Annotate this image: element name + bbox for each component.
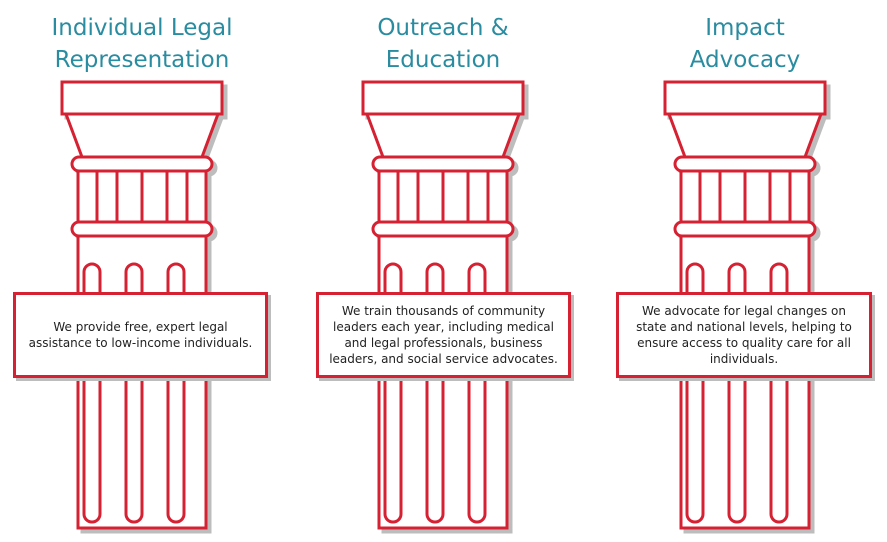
- pillar-description-box: We provide free, expert legal assistance…: [13, 292, 268, 378]
- column-icon: [663, 80, 831, 534]
- column-shaft-flute: [727, 262, 747, 524]
- pillar-description: We provide free, expert legal assistance…: [28, 320, 253, 350]
- pillar-title-line1: Impact: [705, 15, 785, 41]
- column-abacus: [663, 80, 827, 116]
- column-outline: [663, 80, 827, 530]
- pillar-title: Impact Advocacy: [595, 12, 887, 76]
- column-shaft-flute: [383, 262, 403, 524]
- column-abacus: [361, 80, 525, 116]
- column-icon: [60, 80, 228, 534]
- column-lower-ring: [70, 220, 214, 238]
- column-upper-ring: [371, 155, 515, 173]
- pillar-description: We train thousands of community leaders …: [329, 304, 558, 366]
- pillar-description: We advocate for legal changes on state a…: [636, 304, 852, 366]
- column-shaft-flute: [467, 262, 487, 524]
- column-shaft-flute: [124, 262, 144, 524]
- pillar-impact-advocacy: Impact Advocacy We advocate for legal ch…: [595, 0, 887, 542]
- column-shaft-flute: [769, 262, 789, 524]
- pillar-title-line1: Outreach &: [377, 15, 509, 41]
- pillar-individual-legal-representation: Individual Legal Representation We provi…: [0, 0, 292, 542]
- pillar-title: Outreach & Education: [293, 12, 593, 76]
- pillar-title: Individual Legal Representation: [0, 12, 292, 76]
- column-lower-ring: [371, 220, 515, 238]
- column-lower-ring: [673, 220, 817, 238]
- column-shaft-flute: [166, 262, 186, 524]
- column-echinus: [364, 112, 522, 159]
- column-echinus: [666, 112, 824, 159]
- column-abacus: [60, 80, 224, 116]
- column-upper-ring: [70, 155, 214, 173]
- column-shaft-flute: [82, 262, 102, 524]
- pillar-title-line2: Advocacy: [689, 47, 801, 73]
- column-echinus: [63, 112, 221, 159]
- pillar-title-line2: Representation: [54, 47, 230, 73]
- column-shaft-flute: [425, 262, 445, 524]
- pillar-title-line1: Individual Legal: [51, 15, 233, 41]
- column-upper-ring: [673, 155, 817, 173]
- column-outline: [60, 80, 224, 530]
- column-icon: [361, 80, 529, 534]
- pillar-outreach-education: Outreach & Education We train thousands …: [293, 0, 593, 542]
- pillar-description-box: We advocate for legal changes on state a…: [616, 292, 872, 378]
- column-shaft-flute: [685, 262, 705, 524]
- column-outline: [361, 80, 525, 530]
- pillar-title-line2: Education: [385, 47, 501, 73]
- pillar-description-box: We train thousands of community leaders …: [316, 292, 571, 378]
